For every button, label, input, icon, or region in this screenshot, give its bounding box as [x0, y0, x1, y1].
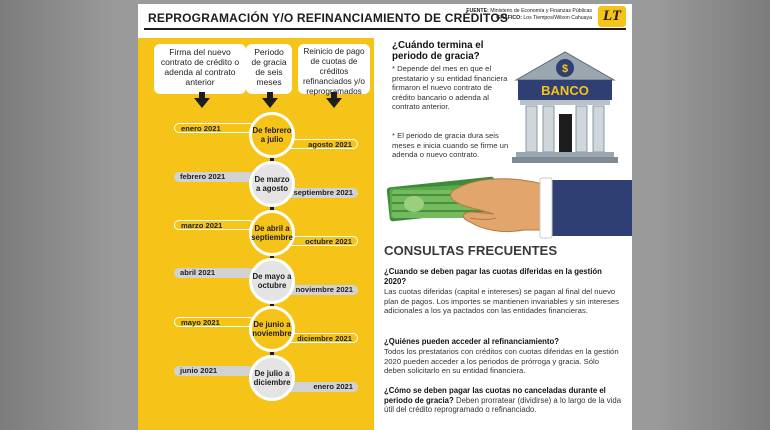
- grace-question: ¿Cuándo termina el periodo de gracia?: [392, 40, 484, 62]
- faq-question-1: ¿Cuando se deben pagar las cuotas diferi…: [384, 267, 602, 286]
- grace-period-circle: De julio a diciembre: [249, 355, 295, 401]
- faq-answer-2: Todos los prestatarios con créditos con …: [384, 347, 619, 375]
- grace-period-circle: De mayo a octubre: [249, 258, 295, 304]
- faq-question-2: ¿Quiénes pueden acceder al refinanciamie…: [384, 337, 560, 346]
- grace-period-circle: De junio a noviembre: [249, 306, 295, 352]
- restart-month-badge: diciembre 2021: [284, 333, 358, 343]
- grace-bullet-1: * Depende del mes en que el prestatario …: [392, 64, 508, 111]
- faq-question-3-text: ¿Cómo se deben pagar las cuotas no cance…: [384, 386, 606, 405]
- faq-question-3: ¿Cómo se deben pagar las cuotas no cance…: [384, 386, 622, 415]
- infographic-page: REPROGRAMACIÓN Y/O REFINANCIAMIENTO DE C…: [138, 4, 632, 430]
- start-month-badge: febrero 2021: [174, 172, 254, 182]
- start-month-badge: junio 2021: [174, 366, 254, 376]
- newspaper-logo: LT: [598, 6, 626, 27]
- source-label: FUENTE:: [466, 8, 489, 14]
- faq-answer-1: Las cuotas diferidas (capital e interese…: [384, 287, 620, 315]
- faq-heading: CONSULTAS FRECUENTES: [384, 243, 558, 258]
- bank-sign: BANCO: [541, 83, 589, 98]
- source-value: Ministerio de Economía y Finanzas Públic…: [490, 8, 592, 14]
- arrow-signature-stem: [199, 92, 205, 99]
- hand-money-icon: [386, 176, 632, 239]
- page-title: REPROGRAMACIÓN Y/O REFINANCIAMIENTO DE C…: [148, 11, 509, 25]
- grace-period-circle: De marzo a agosto: [249, 161, 295, 207]
- start-month-badge: mayo 2021: [174, 317, 254, 327]
- start-month-badge: enero 2021: [174, 123, 254, 133]
- sleeve: [544, 180, 632, 236]
- restart-month-badge: noviembre 2021: [284, 285, 358, 295]
- graphic-label: GRÁFICO:: [496, 15, 522, 21]
- column-header-signature: Firma del nuevo contrato de crédito o ad…: [154, 44, 246, 94]
- title-divider: [144, 28, 626, 30]
- start-month-badge: abril 2021: [174, 268, 254, 278]
- arrow-down-icon: [194, 98, 210, 108]
- arrow-restart-stem: [331, 92, 337, 99]
- source-credits: FUENTE: Ministerio de Economía y Finanza…: [466, 8, 592, 22]
- bank-emblem: $: [562, 63, 568, 75]
- grace-bullet-2: * El periodo de gracia dura seis meses e…: [392, 131, 509, 159]
- arrow-down-icon: [326, 98, 342, 108]
- hand-icon: [450, 178, 553, 233]
- graphic-value: Los Tiempos/Wilson Cahuaya: [523, 15, 592, 21]
- grace-period-circle: De abril a septiembre: [249, 210, 295, 256]
- arrow-down-icon: [262, 98, 278, 108]
- column-header-grace: Periodo de gracia de seis meses: [246, 44, 292, 94]
- arrow-grace-stem: [267, 92, 273, 99]
- restart-month-badge: agosto 2021: [284, 139, 358, 149]
- column-header-restart: Reinicio de pago de cuotas de créditos r…: [298, 44, 370, 96]
- faq-answer-3: Deben prorratear (dividirse) a lo largo …: [384, 395, 622, 415]
- restart-month-badge: septiembre 2021: [284, 188, 358, 198]
- grace-period-circle: De febrero a julio: [249, 112, 295, 158]
- restart-month-badge: octubre 2021: [284, 236, 358, 246]
- start-month-badge: marzo 2021: [174, 220, 254, 230]
- restart-month-badge: enero 2021: [284, 382, 358, 392]
- bank-icon: $ BANCO: [512, 51, 618, 163]
